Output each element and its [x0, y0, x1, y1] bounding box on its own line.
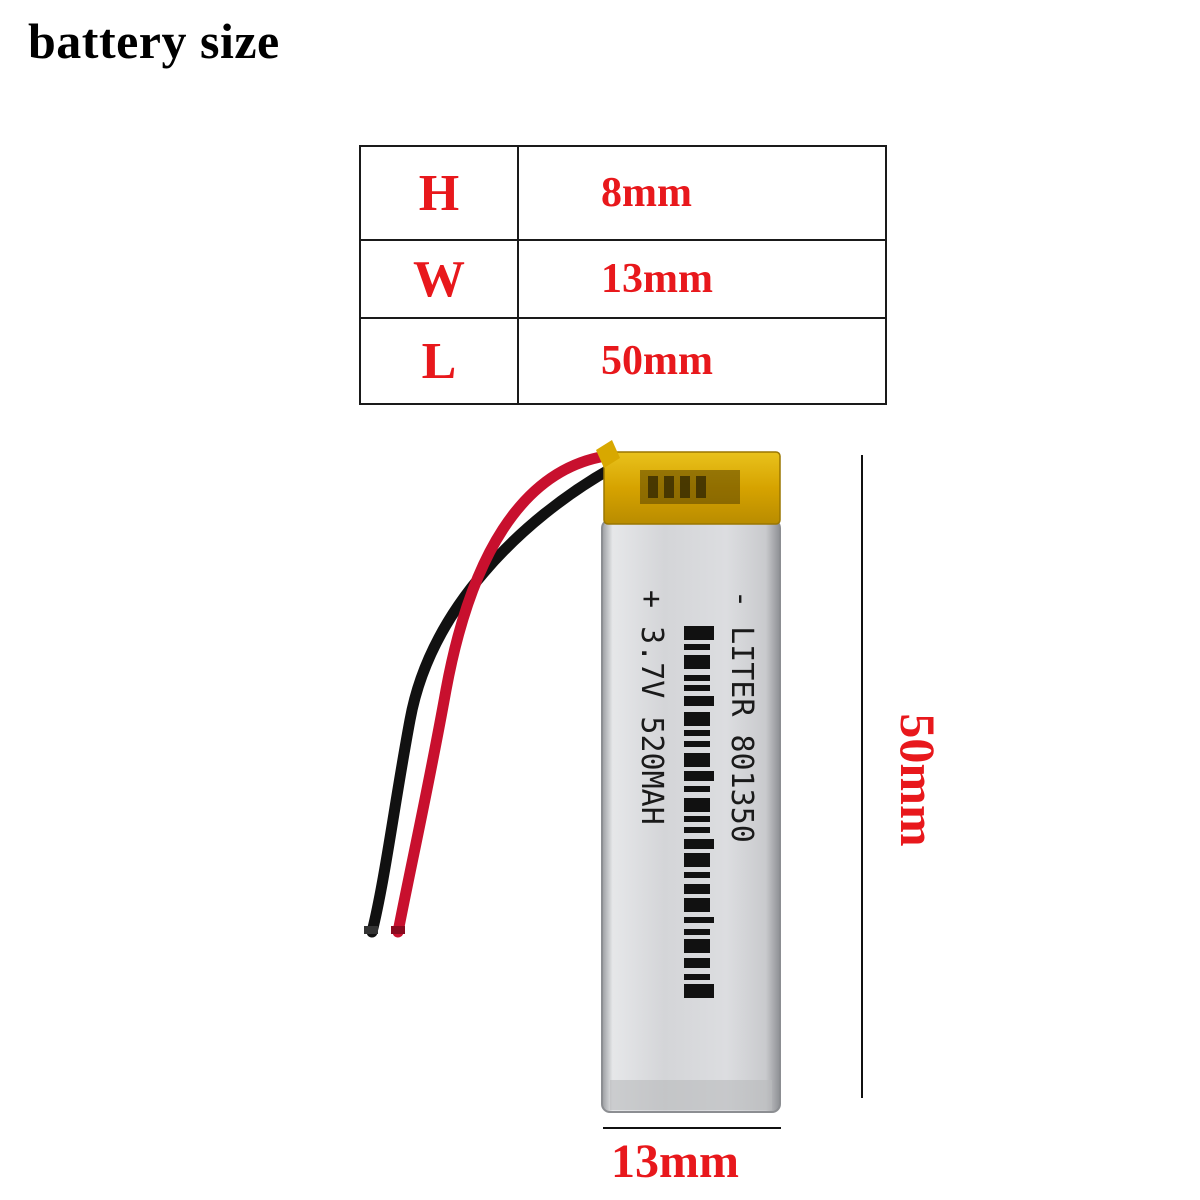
barcode-bar	[684, 816, 710, 822]
dimension-key: W	[359, 239, 519, 319]
black-wire-tip	[364, 926, 378, 934]
dimension-value: 8mm	[517, 145, 887, 241]
barcode-bar	[684, 984, 714, 998]
barcode-bar	[684, 898, 710, 912]
table-row: L 50mm	[359, 317, 887, 405]
barcode-bar	[684, 626, 714, 640]
page-title: battery size	[28, 13, 280, 69]
barcode-bar	[684, 872, 710, 878]
barcode-bar	[684, 884, 710, 894]
barcode-bar	[684, 958, 710, 968]
barcode-bar	[684, 798, 710, 812]
dimension-key: H	[359, 145, 519, 241]
dimension-value: 50mm	[517, 317, 887, 405]
barcode	[684, 626, 714, 998]
barcode-bar	[684, 771, 714, 781]
barcode-bar	[684, 827, 710, 833]
barcode-bar	[684, 741, 710, 747]
barcode-bar	[684, 696, 714, 706]
dimension-key: L	[359, 317, 519, 405]
red-wire-tip	[391, 926, 405, 934]
barcode-bar	[684, 786, 710, 792]
black-wire	[366, 462, 618, 938]
dimensions-table: H 8mm W 13mm L 50mm	[359, 145, 887, 405]
barcode-bar	[684, 712, 710, 726]
barcode-bar	[684, 675, 710, 681]
cell-print-line-2: + 3.7V 520MAH	[634, 590, 669, 825]
table-row: H 8mm	[359, 145, 887, 241]
barcode-bar	[684, 655, 710, 669]
width-label: 13mm	[611, 1135, 739, 1188]
barcode-bar	[684, 685, 710, 691]
dimension-value: 13mm	[517, 239, 887, 319]
red-wire	[392, 450, 612, 938]
barcode-bar	[684, 853, 710, 867]
barcode-bar	[684, 929, 710, 935]
barcode-bar	[684, 939, 710, 953]
length-label: 50mm	[890, 713, 946, 847]
table-row: W 13mm	[359, 239, 887, 319]
barcode-bar	[684, 974, 710, 980]
barcode-bar	[684, 917, 714, 923]
barcode-bar	[684, 730, 710, 736]
cell-print-line-1: - LITER 801350	[724, 590, 759, 843]
barcode-bar	[684, 839, 714, 849]
barcode-bar	[684, 644, 710, 650]
barcode-bar	[684, 753, 710, 767]
